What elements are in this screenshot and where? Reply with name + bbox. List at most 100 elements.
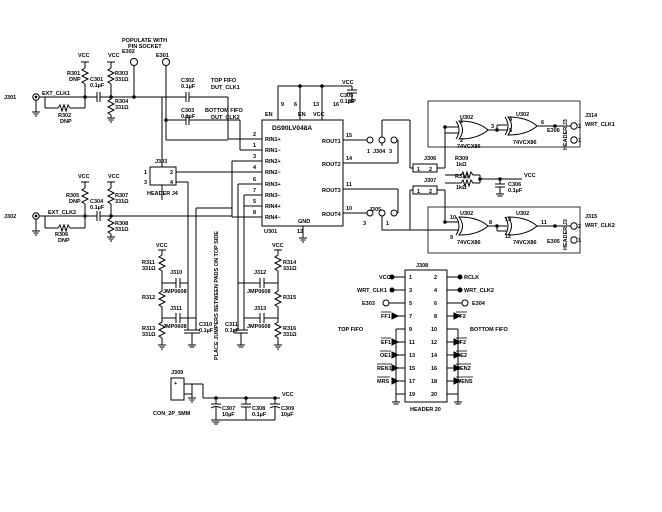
c301-label: C301 (90, 77, 103, 83)
xor2-back-curve (504, 116, 509, 136)
header-j4-label: HEADER J4 (147, 191, 179, 197)
r301-value: DNP (69, 77, 81, 83)
u301-vcc-label: VCC (313, 112, 325, 118)
r316-value: 331Ω (283, 332, 297, 338)
j308-pin-20: 20 (431, 392, 437, 398)
xor4-pin-13: 13 (505, 217, 511, 223)
ef2-label: EF2 (456, 340, 466, 346)
r316-label: R316 (283, 326, 296, 332)
j308-pin-17: 17 (409, 379, 415, 385)
u301-pin-8: 8 (253, 210, 256, 216)
rout1-label: ROUT1 (322, 139, 341, 145)
u301-en-label: EN (265, 112, 273, 118)
u301-enb-label: EN (298, 112, 306, 118)
c302-c303-section: C302 0.1µF TOP FIFO DUT_CLK1 C303 0.1µF … (162, 78, 244, 125)
u301-pin-6: 6 (294, 102, 297, 108)
top-fifo-note-1: TOP FIFO (211, 78, 237, 84)
rin2p-label: RIN2+ (265, 159, 281, 165)
vcc-label-4: VCC (108, 174, 120, 180)
r314-resistor (273, 254, 283, 272)
j308-vcc-label: VCC (379, 275, 391, 281)
vcx-label-4: 74VCX86 (513, 240, 537, 246)
j307-label: J307 (424, 178, 436, 184)
c311-value: 0.1µF (225, 328, 240, 334)
r305-label: R305 (66, 193, 79, 199)
vcc-label-r309: VCC (524, 173, 536, 179)
xor3-pin-8: 8 (489, 220, 492, 226)
ef1-label: EF1 (381, 340, 391, 346)
xor1-body (457, 120, 489, 140)
j309-plus-label: + (174, 381, 177, 387)
wrt-clk1-label: WRT_CLK1 (585, 122, 615, 128)
top-fifo-label: TOP FIFO (338, 327, 364, 333)
u301-pin-1: 1 (253, 143, 256, 149)
j306-pin-1: 1 (417, 167, 420, 173)
r306-resistor (57, 223, 71, 233)
rin2n-label: RIN2− (265, 170, 281, 176)
j304-label: J304 (373, 149, 386, 155)
rin1n-label: RIN1− (265, 148, 281, 154)
j308-pin-1: 1 (409, 275, 412, 281)
e306-label: E306 (547, 128, 560, 134)
r310-value: 1kΩ (456, 185, 467, 191)
u301-pin-11: 11 (346, 182, 352, 188)
place-jumpers-note: PLACE JUMPERS BETWEEN PADS ON TOP SIDE (214, 231, 220, 360)
u301-pin-5: 5 (253, 199, 256, 205)
c304-label: C304 (90, 199, 104, 205)
e303-test-point (382, 299, 390, 307)
j308-pin-16: 16 (431, 366, 437, 372)
u301-pin-14: 14 (346, 156, 353, 162)
r309-value: 1kΩ (456, 162, 467, 168)
j304-pin-2 (378, 136, 386, 144)
header-j3-pin-1-top-label: 1 (578, 138, 581, 144)
c303-value: 0.1µF (181, 114, 196, 120)
j308-pin-5: 5 (409, 301, 412, 307)
j308-pin-13: 13 (409, 353, 415, 359)
j303-pin-3: 3 (144, 180, 147, 186)
u301-pin-7: 7 (253, 188, 256, 194)
rout3-label: ROUT3 (322, 188, 341, 194)
u302-label-3: U302 (460, 211, 473, 217)
j312-jmp-label: JMP0608 (247, 289, 271, 295)
j308-right-pins: 2 4 6 8 10 12 14 16 18 20 (431, 275, 438, 398)
vcc-label-u301: VCC (342, 80, 354, 86)
c303-label: C303 (181, 108, 194, 114)
u301-left-pin-labels: RIN1+ RIN1− RIN2+ RIN2− RIN3+ RIN3− RIN4… (253, 132, 281, 221)
oe1-label: OE1 (380, 353, 391, 359)
r305-value: DNP (69, 199, 81, 205)
j306-label: J306 (424, 156, 436, 162)
j308-pin-4: 4 (434, 288, 438, 294)
header-j3-pin-2-bottom (570, 222, 578, 230)
j308-header-20: J308 HEADER 20 1 3 5 7 9 11 13 15 17 19 … (338, 263, 509, 413)
xor3-back-curve (455, 216, 460, 236)
header-j3-pin-1-top (570, 136, 578, 144)
j302-input-section: J302 EXT_CLK2 R306 DNP VCC R305 DNP C304… (4, 174, 232, 325)
xor1-pin-3: 3 (491, 124, 494, 130)
r311-value: 331Ω (142, 266, 156, 272)
rclk-label: RCLK (464, 275, 479, 281)
r308-resistor (106, 216, 116, 235)
ff2-label: FF2 (456, 314, 466, 320)
r308-value: 331Ω (115, 227, 129, 233)
xor1-pin-1: 1 (460, 119, 463, 125)
r307-label: R307 (115, 193, 128, 199)
e302-test-point (130, 58, 138, 66)
xor3-body (457, 216, 489, 236)
rin4n-label: RIN4− (265, 215, 281, 221)
r312-label: R312 (142, 295, 155, 301)
j304-pin-3-label: 3 (389, 149, 392, 155)
header-j3-pin-2-top (570, 122, 578, 130)
j304-j305-jumpers: 1 J304 3 3 J305 1 (363, 119, 410, 231)
r302-value: DNP (60, 119, 72, 125)
c305-value: 0.1µF (340, 99, 355, 105)
j315-label: J315 (585, 214, 597, 220)
j314-label: J314 (585, 113, 598, 119)
j308-pin-15: 15 (409, 366, 415, 372)
r306-label: R306 (55, 232, 68, 238)
j304-pin-1-label: 1 (367, 149, 370, 155)
c308-label: C308 (252, 406, 265, 412)
r304-label: R304 (115, 99, 129, 105)
r307-value: 331Ω (115, 199, 129, 205)
e305-label: E305 (547, 239, 560, 245)
r314-value: 331Ω (283, 266, 297, 272)
